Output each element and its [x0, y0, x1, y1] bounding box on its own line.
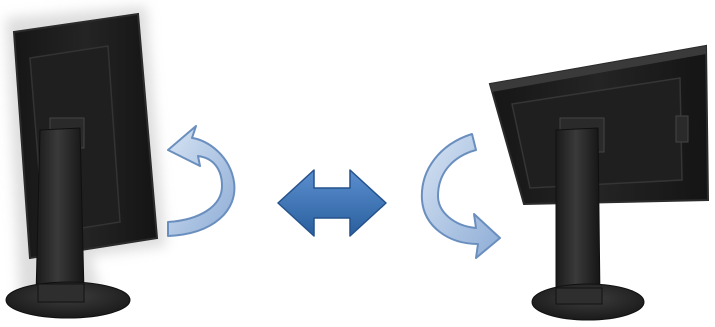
rotate-arrow-left — [168, 126, 234, 236]
rotate-arrow-right — [422, 134, 500, 258]
right-monitor-side-port — [676, 116, 688, 142]
right-monitor-landscape — [490, 46, 708, 320]
left-monitor-base-collar — [38, 284, 84, 302]
curved-arrow-right-icon — [422, 134, 500, 258]
right-monitor-stand — [556, 128, 600, 302]
swap-arrow — [278, 170, 386, 236]
left-monitor-stand — [36, 128, 84, 296]
left-monitor-portrait — [6, 6, 166, 318]
curved-arrow-left-icon — [168, 126, 234, 236]
right-monitor-base-collar — [556, 288, 602, 304]
double-headed-arrow-icon — [278, 170, 386, 236]
